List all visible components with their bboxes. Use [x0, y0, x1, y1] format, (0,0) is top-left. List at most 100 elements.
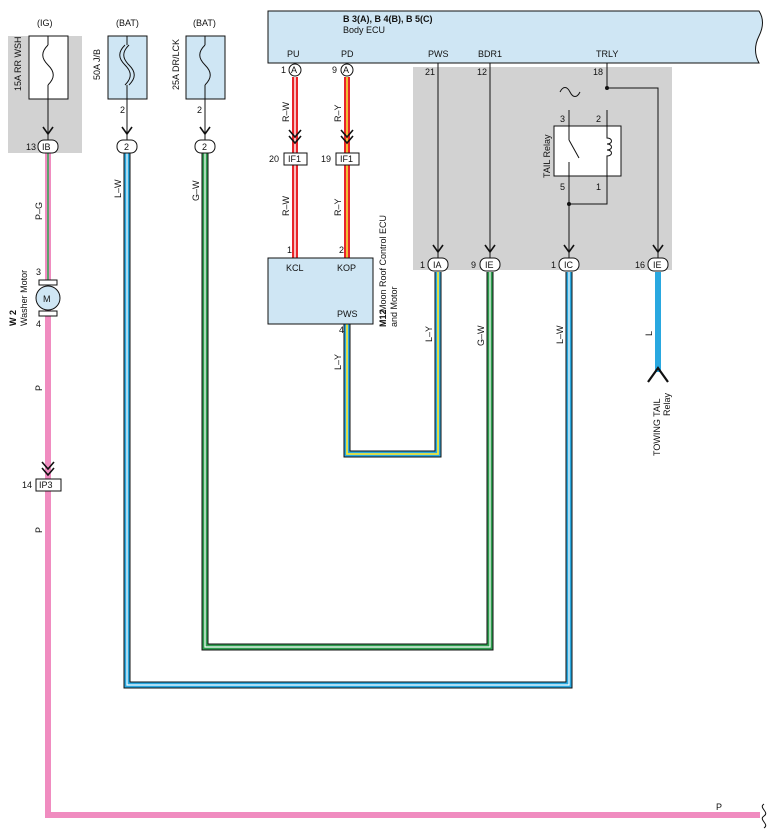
pin-num-pws: 21: [425, 67, 435, 77]
arrow-icon: [199, 126, 211, 136]
wire-label-p-1: P: [34, 385, 44, 391]
connector-ie1-label: IE: [485, 260, 494, 270]
pin-num-pu: 1: [281, 65, 286, 75]
double-arrow-icon: [288, 129, 302, 145]
connector-ie1: [479, 257, 501, 272]
wire-label-ry-top: R–Y: [333, 104, 343, 122]
body-ecu-box: [267, 10, 763, 64]
connector-fuse3-label: 2: [202, 142, 207, 152]
fuse3-icon: [199, 44, 211, 86]
connector-if1b: [335, 152, 360, 166]
fuse3-name: 25A DR/LCK: [171, 39, 181, 90]
body-ecu-area: [413, 67, 672, 270]
wire-label-pg: P–G: [34, 202, 44, 220]
connector-if1a: [283, 152, 308, 166]
connector-fuse2-label: 2: [124, 142, 129, 152]
body-ecu-title: B 3(A), B 4(B), B 5(C): [343, 14, 433, 24]
wire-label-p-3: P: [716, 802, 722, 812]
washer-pin-bottom: 4: [36, 319, 41, 329]
wire-label-gw-right: G–W: [476, 325, 486, 346]
washer-motor-symbol: M: [43, 294, 51, 304]
fuse1-name: 15A RR WSH: [13, 36, 23, 91]
wire-label-ly-right: L–Y: [424, 326, 434, 342]
if1b-pin: 19: [321, 154, 331, 164]
connector-fuse3: [194, 139, 216, 154]
pin-num-trly: 18: [593, 67, 603, 77]
relay-pin-1: 1: [596, 182, 601, 192]
moon-roof-code: M12: [378, 309, 388, 327]
double-arrow-icon: [340, 129, 354, 145]
conn-ib-pin: 13: [26, 142, 36, 152]
wire-label-rw-top: R–W: [281, 101, 291, 122]
connector-ib: [37, 139, 59, 154]
relay-pin-5: 5: [560, 182, 565, 192]
pin-name-pu: PU: [287, 49, 300, 59]
moon-roof-ecu-box: [267, 257, 374, 325]
wire-pink: [45, 300, 760, 818]
fuse1-icon: [42, 44, 54, 86]
connector-ic-label: IC: [564, 260, 574, 270]
moon-roof-kop: KOP: [337, 263, 356, 273]
washer-code: W 2: [8, 310, 18, 326]
moon-roof-name-2: and Motor: [389, 286, 399, 327]
washer-motor-cap-top: [38, 279, 58, 286]
body-ecu-subtitle: Body ECU: [343, 25, 385, 35]
connector-ip3: [35, 478, 62, 492]
connector-a-1: [288, 63, 302, 77]
connector-if1a-label: IF1: [288, 154, 301, 164]
fuse2-pin: 2: [120, 105, 125, 115]
pws-pin: 4: [339, 325, 344, 335]
wire-label-ry-mid: R–Y: [333, 198, 343, 216]
pin-name-pws: PWS: [428, 49, 449, 59]
relay-pin-3: 3: [560, 114, 565, 124]
arrow-icon: [432, 244, 444, 254]
washer-motor-icon: [35, 285, 61, 311]
connector-if1b-label: IF1: [340, 154, 353, 164]
fuse2-icon: [119, 44, 135, 86]
if1a-pin: 20: [269, 154, 279, 164]
moon-roof-kcl: KCL: [286, 263, 304, 273]
pin-name-trly: TRLY: [596, 49, 618, 59]
ia-pin: 1: [420, 260, 425, 270]
connector-ia-label: IA: [433, 260, 442, 270]
wire-label-ly-left: L–Y: [333, 354, 343, 370]
fuse1-source: (IG): [37, 18, 53, 28]
relay-coil-icon: [606, 126, 612, 176]
fuse3-source: (BAT): [193, 18, 216, 28]
wire-label-l: L: [644, 331, 654, 336]
connector-ie2-label: IE: [653, 260, 662, 270]
kop-pin: 2: [339, 245, 344, 255]
kcl-pin: 1: [287, 245, 292, 255]
wire-label-lw-left: L–W: [113, 179, 123, 198]
wire-label-gw-left: G–W: [191, 180, 201, 201]
ip3-pin: 14: [22, 480, 32, 490]
connector-a-1-label: A: [291, 65, 297, 75]
fuse3-pin: 2: [197, 105, 202, 115]
arrow-icon: [652, 244, 664, 254]
wire-label-p-2: P: [34, 527, 44, 533]
ic-pin: 1: [551, 260, 556, 270]
wire-label-rw-mid: R–W: [281, 195, 291, 216]
arrow-icon: [42, 126, 54, 136]
pin-num-pd: 9: [332, 65, 337, 75]
fuse2-name: 50A J/B: [92, 49, 102, 80]
connector-a-9: [340, 63, 354, 77]
ie1-pin: 9: [471, 260, 476, 270]
pin-name-bdr1: BDR1: [478, 49, 502, 59]
moon-roof-name-1: Moon Roof Control ECU: [378, 215, 388, 312]
arrow-icon: [121, 126, 133, 136]
connector-a-9-label: A: [343, 65, 349, 75]
towing-line2: Relay: [662, 392, 672, 416]
pin-num-bdr1: 12: [477, 67, 487, 77]
arrow-icon: [484, 244, 496, 254]
fuse2-source: (BAT): [116, 18, 139, 28]
relay-switch-icon: [568, 126, 580, 176]
ac-source-icon: [559, 87, 581, 97]
towing-line1: TOWING TAIL: [652, 398, 662, 456]
double-arrow-icon: [41, 461, 55, 477]
connector-ie2: [647, 257, 669, 272]
moon-roof-pws: PWS: [337, 309, 358, 319]
ie2-pin: 16: [635, 260, 645, 270]
connector-fuse2: [116, 139, 138, 154]
